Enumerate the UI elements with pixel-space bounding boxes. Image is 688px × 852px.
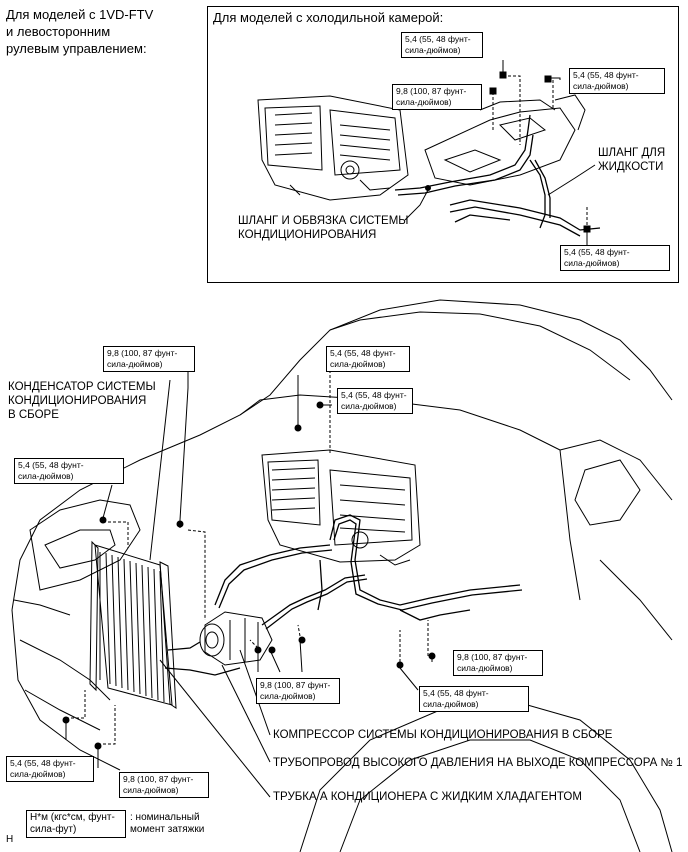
legend-description: : номинальный момент затяжки: [130, 812, 205, 835]
torque-label-compressor: 9,8 (100, 87 фунт- сила-дюймов): [256, 678, 340, 704]
figure-id: H: [6, 834, 14, 845]
inset-torque-label-left: 9,8 (100, 87 фунт- сила-дюймов): [392, 84, 482, 110]
inset-torque-label-top: 5,4 (55, 48 фунт- сила-дюймов): [401, 32, 483, 58]
compressor-drawing: [199, 611, 273, 666]
main-leaders: [65, 370, 433, 798]
inset-title: Для моделей с холодильной камерой:: [213, 10, 444, 25]
torque-label-hvac-mid: 5,4 (55, 48 фунт- сила-дюймов): [337, 388, 413, 414]
inset-label-ac-hose-harness: ШЛАНГ И ОБВЯЗКА СИСТЕМЫ КОНДИЦИОНИРОВАНИ…: [238, 215, 409, 241]
condenser-drawing: [89, 540, 177, 709]
inset-bolts: [425, 71, 591, 233]
inset-ac-hose: [394, 114, 601, 237]
torque-label-pipe-lower: 5,4 (55, 48 фунт- сила-дюймов): [419, 686, 529, 712]
main-hvac-unit: [261, 449, 421, 566]
inset-leaders: [404, 60, 596, 246]
label-condenser-assembly: КОНДЕНСАТОР СИСТЕМЫ КОНДИЦИОНИРОВАНИЯ В …: [8, 381, 156, 421]
label-liquid-tube: ТРУБКА А КОНДИЦИОНЕРА С ЖИДКИМ ХЛАДАГЕНТ…: [273, 791, 582, 803]
torque-label-hvac-top: 5,4 (55, 48 фунт- сила-дюймов): [326, 346, 410, 372]
torque-label-pipe-right: 9,8 (100, 87 фунт- сила-дюймов): [453, 650, 543, 676]
inset-torque-label-right: 5,4 (55, 48 фунт- сила-дюймов): [569, 68, 665, 94]
label-discharge-pipe: ТРУБОПРОВОД ВЫСОКОГО ДАВЛЕНИЯ НА ВЫХОДЕ …: [273, 757, 683, 769]
inset-torque-label-bottom: 5,4 (55, 48 фунт- сила-дюймов): [560, 245, 670, 271]
main-ac-pipes: [164, 514, 523, 676]
torque-label-condenser-bottom-left: 5,4 (55, 48 фунт- сила-дюймов): [6, 756, 94, 782]
model-applicability-note: Для моделей с 1VD-FTV и левосторонним ру…: [6, 7, 154, 56]
legend-unit-box: Н*м (кгс*см, фунт- сила-фут): [26, 810, 126, 838]
label-compressor-assembly: КОМПРЕССОР СИСТЕМЫ КОНДИЦИОНИРОВАНИЯ В С…: [273, 729, 613, 741]
main-bolts: [62, 401, 436, 750]
torque-label-condenser-top: 9,8 (100, 87 фунт- сила-дюймов): [103, 346, 195, 372]
torque-label-condenser-left: 5,4 (55, 48 фунт- сила-дюймов): [14, 458, 124, 484]
inset-label-liquid-hose: ШЛАНГ ДЛЯ ЖИДКОСТИ: [598, 147, 666, 173]
inset-hvac-unit: [257, 95, 409, 201]
torque-label-condenser-bottom-right: 9,8 (100, 87 фунт- сила-дюймов): [119, 772, 209, 798]
refrigerator-inset-frame: [207, 6, 679, 283]
